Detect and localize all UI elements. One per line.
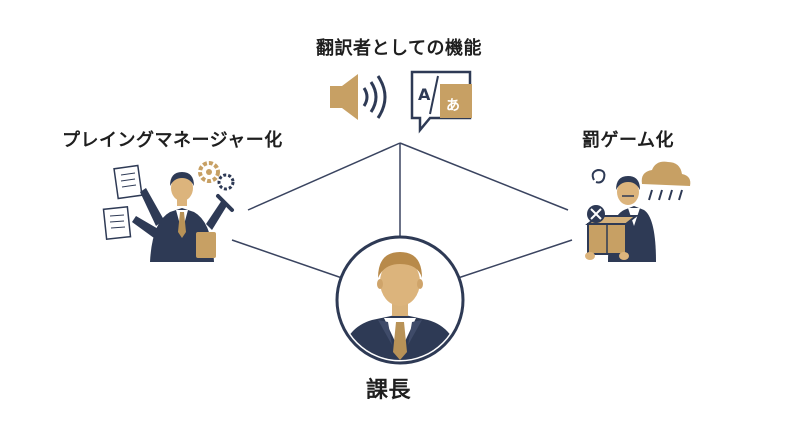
- connector-right-center: [457, 239, 573, 279]
- speaker-icon: [330, 74, 387, 120]
- stressed-worker-rain-icon: [585, 161, 691, 262]
- multitasking-manager-icon: [102, 161, 235, 262]
- right-node-label: 罰ゲーム化: [582, 130, 674, 151]
- left-node-label: プレイングマネージャー化: [62, 130, 283, 151]
- connector-top-left: [247, 142, 401, 211]
- translate-icon: A あ: [410, 70, 472, 134]
- top-node-label: 翻訳者としての機能: [316, 38, 482, 59]
- connector-top-right: [399, 142, 569, 211]
- connector-left-center: [231, 239, 343, 279]
- manager-avatar: [335, 235, 465, 365]
- center-node-label: 課長: [366, 378, 412, 403]
- svg-text:A: A: [418, 85, 431, 104]
- connector-lines: [231, 142, 573, 279]
- svg-text:あ: あ: [446, 98, 460, 114]
